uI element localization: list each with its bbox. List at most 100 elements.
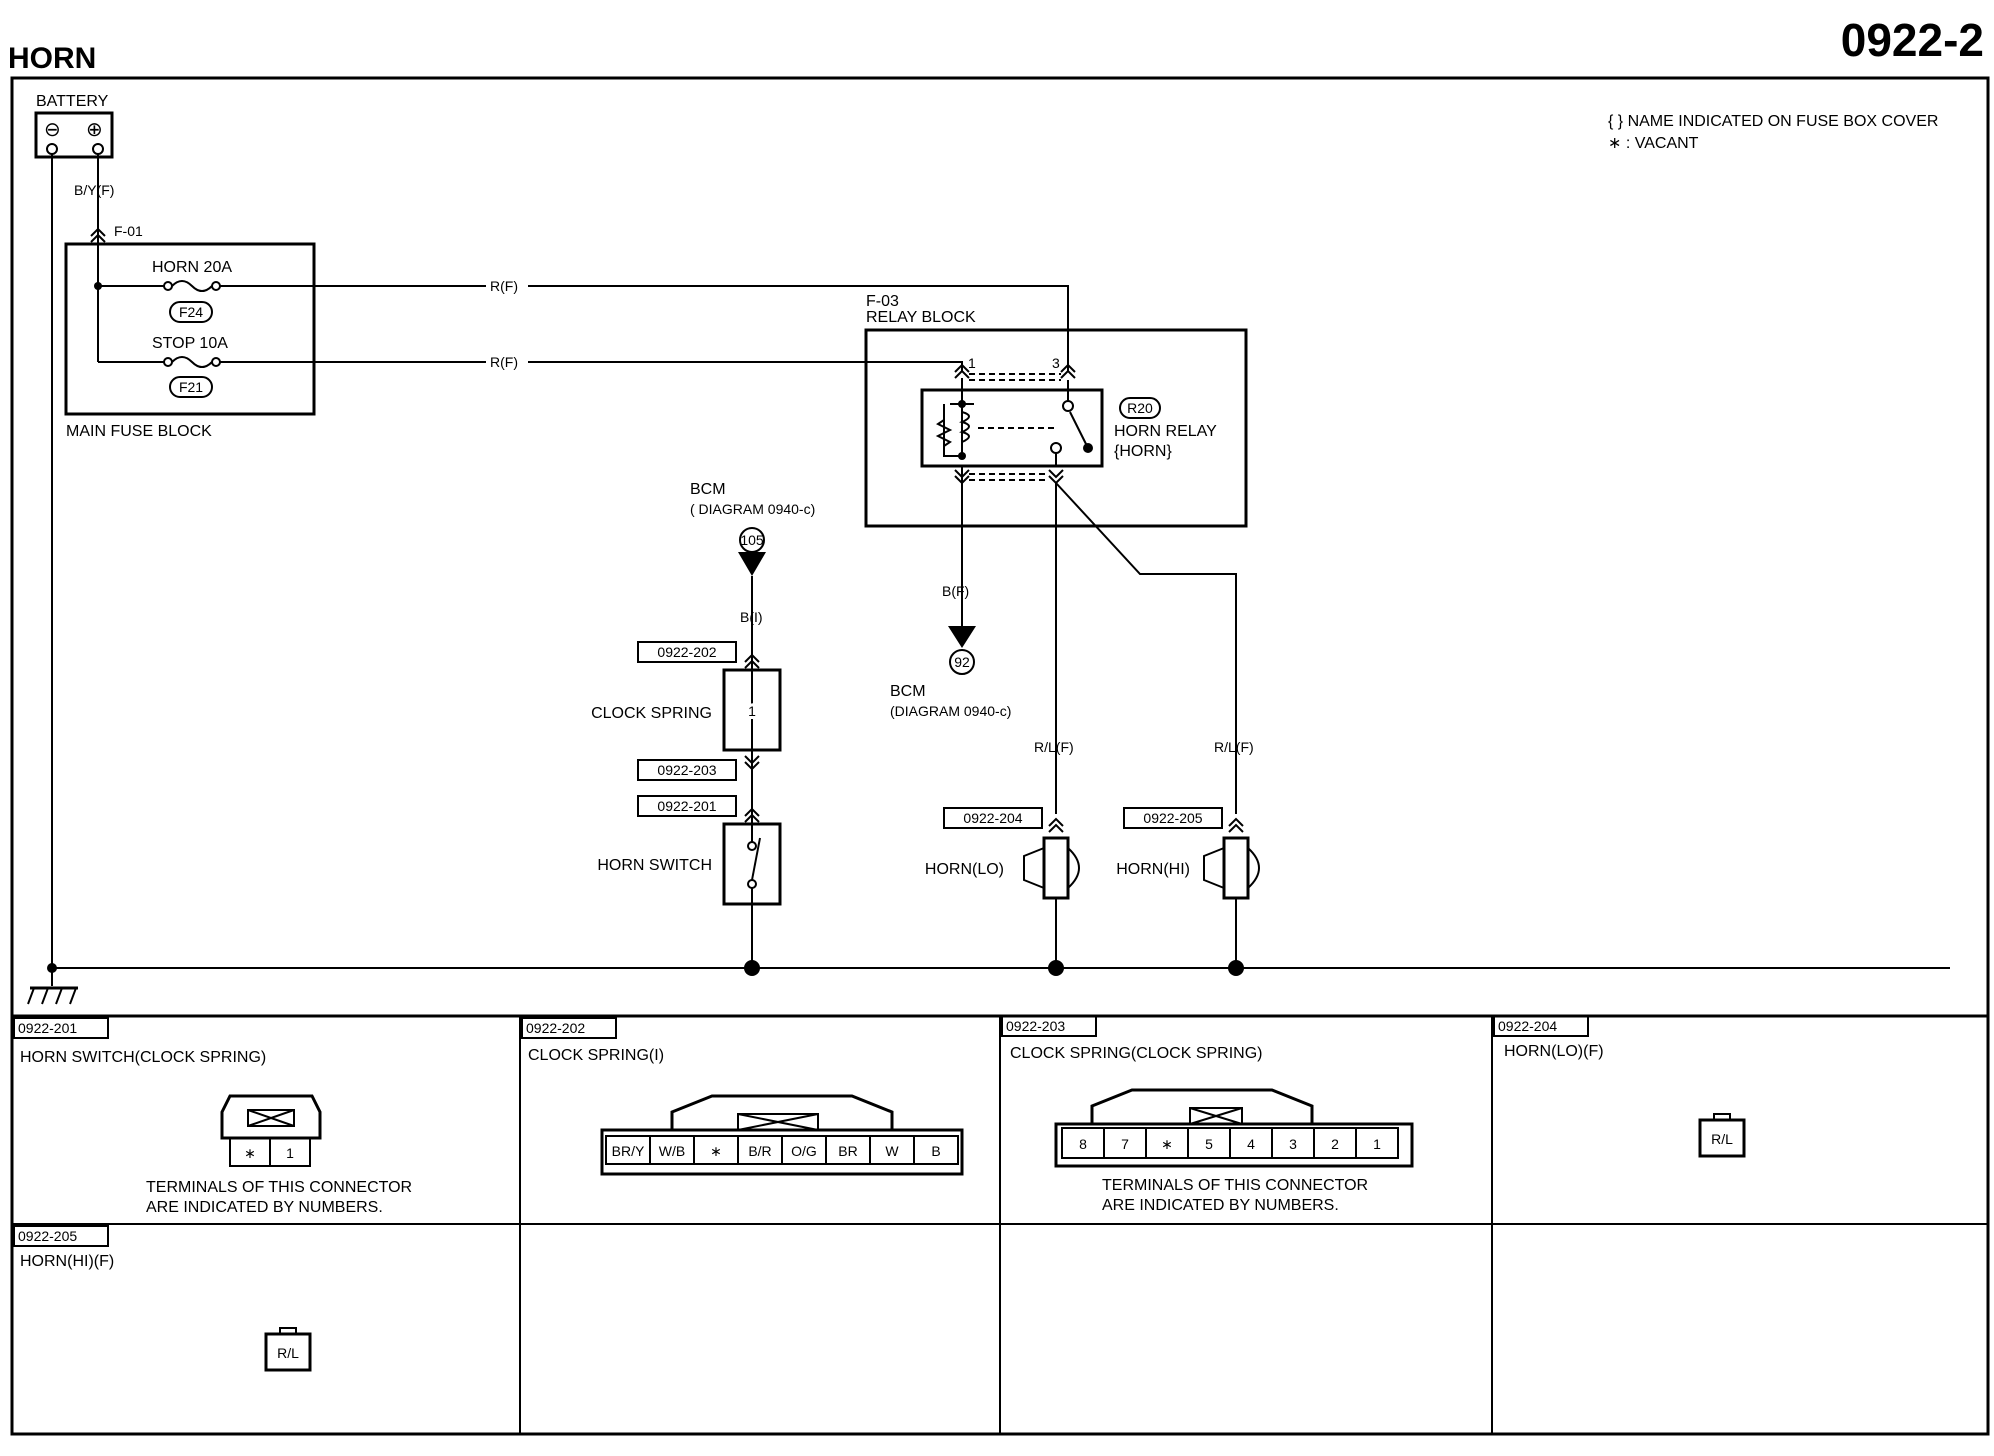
fuse-stop-symbol [171, 356, 213, 368]
connector-pin: BR [838, 1143, 857, 1159]
clock-spring-label: CLOCK SPRING [591, 705, 712, 722]
legend-braces-note: { } NAME INDICATED ON FUSE BOX COVER [1608, 113, 1938, 130]
horn-lo-body [1042, 836, 1070, 900]
relay-contact-lower [1050, 442, 1062, 454]
horn-hi-bell [1247, 847, 1260, 889]
fuse-horn-label: HORN 20A [152, 259, 232, 276]
relay-block-connector: F-03 [866, 293, 899, 310]
bcm-bottom-ref: (DIAGRAM 0940-c) [890, 703, 1011, 719]
main-fuse-block [64, 242, 316, 416]
connector-id: 0922-205 [18, 1228, 77, 1244]
fuse-stop-cover-id: F21 [179, 379, 203, 395]
clock-spring-conn-top [637, 641, 737, 663]
connector-title: HORN SWITCH(CLOCK SPRING) [20, 1049, 266, 1066]
fuse-stop-cover-badge [169, 376, 213, 398]
connector-shell [1054, 1122, 1414, 1168]
connector-pin: 3 [1289, 1136, 1297, 1152]
svg-text:105: 105 [740, 532, 764, 548]
main-fuse-block-label: MAIN FUSE BLOCK [66, 423, 212, 440]
svg-text:92: 92 [954, 654, 970, 670]
connector-pin: O/G [791, 1143, 817, 1159]
svg-text:0922-203: 0922-203 [657, 762, 716, 778]
bcm-92-terminal [949, 649, 975, 675]
connector-card-0922-205: 0922-205 HORN(HI)(F) R/L [13, 1225, 312, 1372]
horn-relay [920, 388, 1104, 468]
battery-symbol [34, 111, 114, 159]
relay-id-badge [1119, 397, 1161, 419]
relay-resistor [935, 419, 953, 447]
relay-cover-name: {HORN} [1114, 443, 1172, 460]
connector-pin: B [931, 1143, 940, 1159]
horn-switch-conn [637, 795, 737, 817]
horn-hi-label: HORN(HI) [1116, 861, 1190, 878]
connector-pin: 1 [286, 1145, 294, 1161]
battery-neg-pin [46, 143, 58, 155]
ground-junction-horn-lo [1048, 960, 1064, 976]
connector-pin: 5 [1205, 1136, 1213, 1152]
connector-id: 0922-204 [1498, 1018, 1557, 1034]
connector-shell [220, 1094, 322, 1140]
fuse-horn-cover-badge [169, 301, 213, 323]
connector-pin: 8 [1079, 1136, 1087, 1152]
connector-pin: W/B [659, 1143, 685, 1159]
relay-id: R20 [1127, 400, 1153, 416]
wire-label-horn-fuse: R(F) [490, 278, 518, 294]
ground-junction-switch [744, 960, 760, 976]
wire-label-relay-out: B(F) [942, 583, 969, 599]
connector-pin: ∗ [244, 1145, 256, 1161]
bcm-top-ref: ( DIAGRAM 0940-c) [690, 501, 815, 517]
battery-pos-pin [92, 143, 104, 155]
connector-pin: ∗ [1161, 1136, 1173, 1152]
connector-card-0922-202: 0922-202 CLOCK SPRING(I) BR/Y W/B ∗ B/R … [521, 1017, 964, 1176]
connector-title: CLOCK SPRING(I) [528, 1047, 664, 1064]
connector-note: TERMINALS OF THIS CONNECTOR [1102, 1177, 1368, 1194]
connector-pin: ∗ [710, 1143, 722, 1159]
fuse-horn-cover-id: F24 [179, 304, 203, 320]
bcm-105-arrow [738, 552, 766, 576]
connector-id: 0922-202 [526, 1020, 585, 1036]
wire-label-horn-lo: R/L(F) [1034, 739, 1074, 755]
connector-title: HORN(LO)(F) [1504, 1043, 1604, 1060]
connector-note: TERMINALS OF THIS CONNECTOR [146, 1179, 412, 1196]
connector-id: 0922-203 [1006, 1018, 1065, 1034]
connector-pin: 1 [1373, 1136, 1381, 1152]
wire-relay-to-horn-hi [1055, 482, 1237, 814]
relay-pin-3-label: 3 [1052, 355, 1060, 371]
connector-title: CLOCK SPRING(CLOCK SPRING) [1010, 1045, 1262, 1062]
battery-neg-terminal: ⊖ [44, 119, 61, 141]
horn-lo-label: HORN(LO) [925, 861, 1004, 878]
connector-pin: BR/Y [612, 1143, 645, 1159]
connector-pin: 7 [1121, 1136, 1129, 1152]
connector-pin: 4 [1247, 1136, 1255, 1152]
connector-pin: 2 [1331, 1136, 1339, 1152]
horn-lo-conn [943, 807, 1043, 829]
wire-label-battery: B/Y(F) [74, 182, 114, 198]
relay-block-label: RELAY BLOCK [866, 309, 976, 326]
connector-card-0922-204: 0922-204 HORN(LO)(F) R/L [1493, 1015, 1746, 1158]
horn-hi-conn [1123, 807, 1223, 829]
connector-pin: R/L [277, 1345, 299, 1361]
connector-pin: R/L [1711, 1131, 1733, 1147]
connector-title: HORN(HI)(F) [20, 1253, 114, 1270]
page-code: 0922-2 [1841, 14, 1984, 66]
relay-pin-1-label: 1 [968, 355, 976, 371]
fuse-horn-symbol [171, 280, 213, 292]
battery-label: BATTERY [36, 93, 109, 110]
connector-shell [600, 1128, 964, 1176]
connector-card-0922-201: 0922-201 HORN SWITCH(CLOCK SPRING) ∗ 1 T… [13, 1017, 412, 1216]
bcm-top-name: BCM [690, 481, 726, 498]
ground-junction-horn-hi [1228, 960, 1244, 976]
connector-note: ARE INDICATED BY NUMBERS. [146, 1199, 383, 1216]
connector-note: ARE INDICATED BY NUMBERS. [1102, 1197, 1339, 1214]
svg-text:0922-204: 0922-204 [963, 810, 1022, 826]
horn-switch-label: HORN SWITCH [597, 857, 712, 874]
page-title: HORN [8, 42, 96, 75]
svg-text:0922-205: 0922-205 [1143, 810, 1202, 826]
legend-vacant-note: ∗ : VACANT [1608, 135, 1699, 152]
relay-switch-arm [1069, 411, 1087, 445]
horn-switch-contact [751, 837, 761, 881]
connector-id: 0922-201 [18, 1020, 77, 1036]
connector-pin: W [885, 1143, 899, 1159]
horn-lo-bell [1067, 847, 1080, 889]
